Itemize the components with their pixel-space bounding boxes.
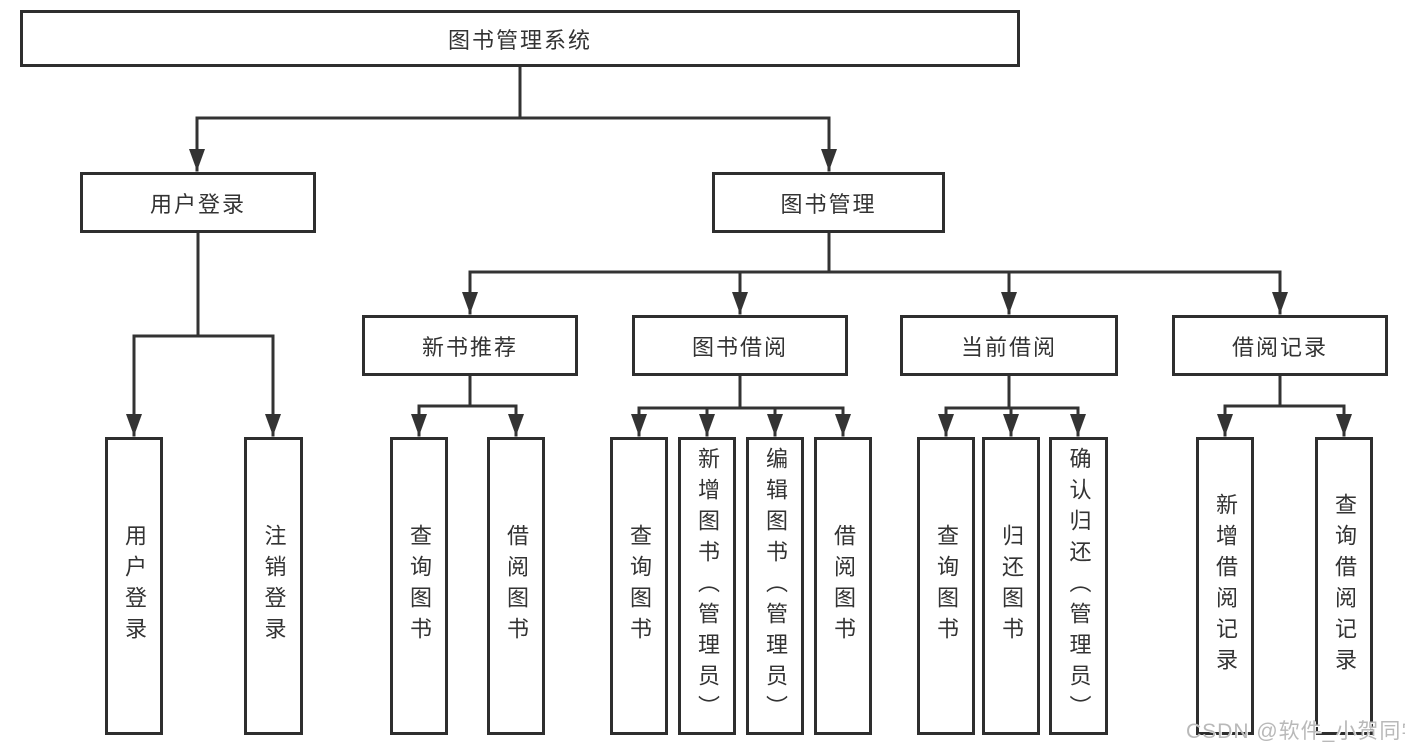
leaf-query-books-recommend: 查询图书: [390, 437, 448, 735]
node-book-management: 图书管理: [712, 172, 945, 233]
leaf-user-login: 用户登录: [105, 437, 163, 735]
node-new-book-recommend: 新书推荐: [362, 315, 578, 376]
leaf-add-book-admin: 新增图书（管理员）: [678, 437, 736, 735]
connector-root-to-level2: [189, 65, 837, 172]
connector-new-book-children: [411, 374, 524, 437]
connector-borrow-record-children: [1217, 374, 1352, 437]
leaf-borrow-books-recommend: 借阅图书: [487, 437, 545, 735]
leaf-query-books-borrow: 查询图书: [610, 437, 668, 735]
connector-book-borrow-children: [631, 374, 851, 437]
node-current-borrow: 当前借阅: [900, 315, 1118, 376]
connector-book-management-children: [462, 231, 1288, 315]
node-book-borrow: 图书借阅: [632, 315, 848, 376]
leaf-query-borrow-record: 查询借阅记录: [1315, 437, 1373, 735]
leaf-edit-book-admin: 编辑图书（管理员）: [746, 437, 804, 735]
connector-user-login-children: [126, 231, 281, 437]
leaf-return-book: 归还图书: [982, 437, 1040, 735]
leaf-query-books-current: 查询图书: [917, 437, 975, 735]
leaf-borrow-books: 借阅图书: [814, 437, 872, 735]
connector-current-borrow-children: [938, 374, 1086, 437]
leaf-add-borrow-record: 新增借阅记录: [1196, 437, 1254, 735]
leaf-confirm-return-admin: 确认归还（管理员）: [1049, 437, 1108, 735]
node-root-system: 图书管理系统: [20, 10, 1020, 67]
csdn-watermark: CSDN @软件_小贺同学: [1186, 720, 1405, 743]
node-user-login: 用户登录: [80, 172, 316, 233]
leaf-logout: 注销登录: [244, 437, 303, 735]
node-borrow-record: 借阅记录: [1172, 315, 1388, 376]
